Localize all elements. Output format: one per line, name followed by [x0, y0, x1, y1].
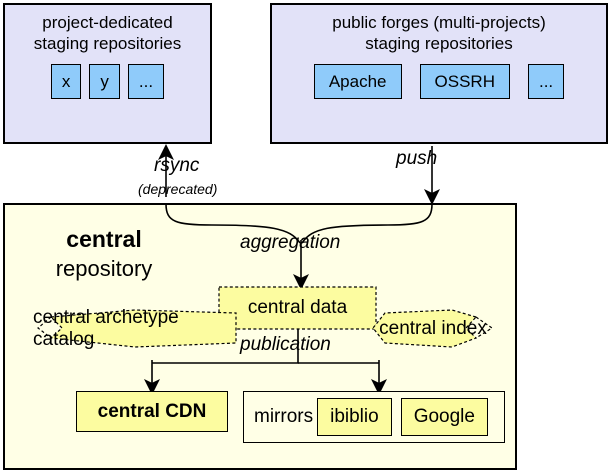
node-central-index-shape [372, 309, 494, 348]
node-central-data-shape [218, 286, 377, 330]
node-mirror-google-label: Google [413, 406, 475, 427]
node-central-archetype-catalog-label: central archetype catalog [33, 307, 179, 350]
edge-publication [144, 329, 387, 395]
staging-chip-more[interactable]: ... [127, 64, 165, 99]
central-repository-title-bold: central [66, 226, 142, 252]
central-repository-title: central repository [34, 224, 174, 284]
edge-label-aggregation: aggregation [240, 232, 341, 253]
staging-chip-more[interactable]: ... [527, 64, 565, 99]
edge-label-push: push [396, 148, 438, 169]
central-repository-title-rest: repository [55, 256, 153, 281]
node-mirrors: mirrors ibiblio Google [243, 391, 505, 443]
node-central-index-label: central index [379, 318, 487, 339]
staging-group-public-forges-title: public forges (multi-projects) staging r… [332, 13, 546, 53]
node-mirrors-label: mirrors [254, 406, 314, 427]
node-central-data-label: central data [247, 297, 348, 318]
staging-chip-row-public-forges: Apache OSSRH ... [313, 64, 565, 99]
staging-group-public-forges: public forges (multi-projects) staging r… [270, 3, 608, 144]
edge-label-rsync: rsync [154, 155, 200, 176]
node-central-data[interactable]: central data [219, 287, 376, 329]
staging-group-project-dedicated: project-dedicated staging repositories x… [3, 3, 212, 144]
node-central-cdn[interactable]: central CDN [76, 391, 228, 432]
node-mirror-ibiblio-label: ibiblio [330, 406, 379, 427]
node-central-cdn-label: central CDN [97, 400, 207, 422]
node-mirror-google[interactable]: Google [400, 398, 488, 436]
staging-chip-x[interactable]: x [50, 64, 82, 99]
node-central-archetype-catalog-shape [37, 309, 237, 348]
node-central-index[interactable]: central index [373, 313, 493, 345]
node-mirror-ibiblio[interactable]: ibiblio [317, 398, 392, 436]
staging-chip-row-project-dedicated: x y ... [50, 64, 165, 99]
edge-label-rsync-sublabel: (deprecated) [138, 181, 218, 197]
staging-chip-apache[interactable]: Apache [313, 64, 402, 99]
edge-aggregation [165, 203, 433, 290]
staging-chip-y[interactable]: y [89, 64, 120, 99]
staging-group-project-dedicated-title: project-dedicated staging repositories [33, 13, 182, 53]
staging-chip-ossrh[interactable]: OSSRH [419, 64, 510, 99]
edge-label-publication: publication [240, 334, 331, 355]
node-central-archetype-catalog[interactable]: central archetype catalog [33, 307, 243, 350]
